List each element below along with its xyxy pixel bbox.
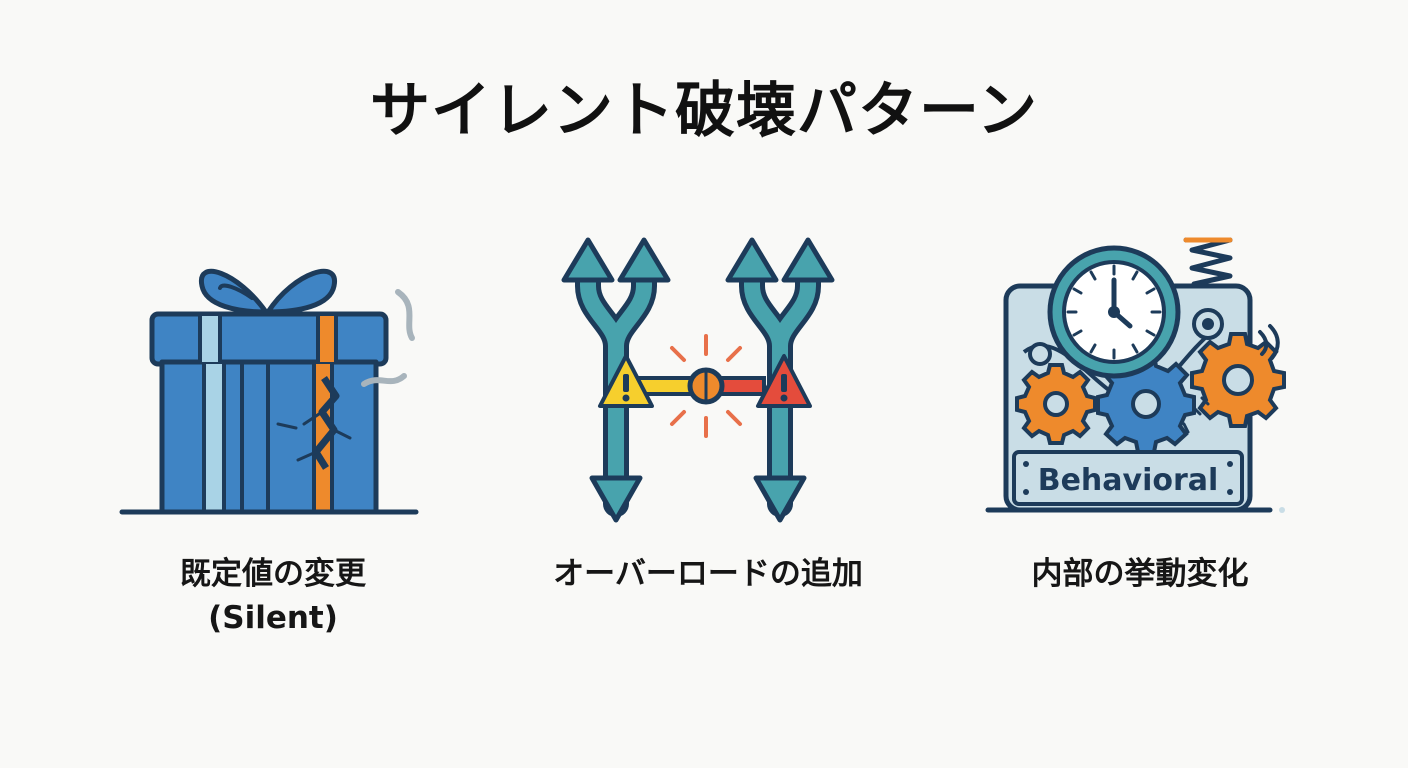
panel-default-change	[118, 228, 428, 528]
caption-line: (Silent)	[208, 600, 338, 636]
gift-box-icon	[119, 268, 419, 515]
clock-gears-machine-icon: Behavioral	[985, 237, 1286, 513]
behavioral-badge: Behavioral	[1038, 463, 1219, 498]
caption-default-change: 既定値の変更 (Silent)	[118, 552, 428, 640]
caption-line: 内部の挙動変化	[1031, 556, 1249, 592]
panel-behavior-change: Behavioral	[980, 228, 1300, 528]
caption-line: 既定値の変更	[180, 556, 366, 592]
branching-arrows-warning-icon	[561, 237, 835, 523]
panel-overload-add	[548, 228, 868, 528]
caption-overload-add: オーバーロードの追加	[498, 552, 918, 596]
caption-behavior-change: 内部の挙動変化	[940, 552, 1340, 596]
page-title: サイレント破壊パターン	[370, 76, 1038, 146]
caption-line: オーバーロードの追加	[553, 556, 863, 592]
